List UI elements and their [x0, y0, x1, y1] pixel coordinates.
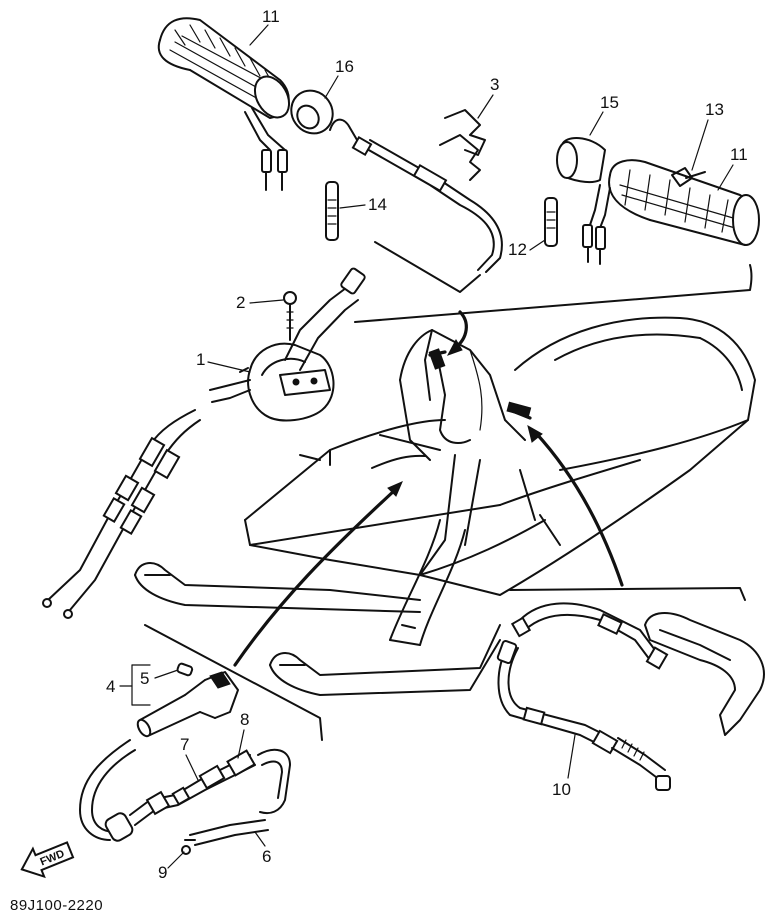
fwd-arrow-icon: FWD: [20, 841, 75, 879]
tie-strap-part-14: [325, 181, 339, 241]
callout-13: 13: [705, 100, 724, 119]
lower-right-group-bracket: [509, 587, 746, 601]
callout-8: 8: [240, 710, 249, 729]
callout-6: 6: [262, 847, 271, 866]
lower-left-group-bracket: [144, 624, 323, 741]
upper-group-bracket: [354, 264, 753, 323]
callout-1: 1: [196, 350, 205, 369]
callout-16: 16: [335, 57, 354, 76]
figure-code: 89J100-2220: [10, 897, 103, 914]
left-cable-harness: [42, 409, 201, 619]
callout-10: 10: [552, 780, 571, 799]
bolt-part-13: [671, 167, 706, 187]
choke-assembly-parts-4-9: [79, 662, 291, 855]
callout-4: 4: [106, 677, 115, 696]
tie-strap-part-12: [544, 197, 558, 247]
right-grip-assembly: [556, 137, 760, 265]
callout-11-left: 11: [262, 7, 280, 26]
callout-14: 14: [368, 195, 387, 214]
screw-part-2: [283, 291, 297, 341]
callout-3: 3: [490, 75, 499, 94]
callout-7: 7: [180, 735, 189, 754]
upper-group-bracket-left: [374, 241, 481, 293]
callout-9: 9: [158, 863, 167, 882]
callout-11-right: 11: [730, 145, 748, 164]
callout-15: 15: [600, 93, 619, 112]
snowmobile-body: [134, 316, 756, 696]
callout-2: 2: [236, 293, 245, 312]
switch-assembly-part-1: [209, 267, 366, 422]
leader-arrows: [233, 310, 624, 667]
brake-cable-part-10: [496, 602, 765, 791]
clip-part-3: [439, 109, 486, 181]
callout-12: 12: [508, 240, 527, 259]
callout-labels: 11 16 3 15 13 11 14 12 2 1 4 5 8 7 10 6: [106, 7, 748, 882]
callout-5: 5: [140, 669, 149, 688]
throttle-cable: [329, 118, 503, 273]
ring-part-16: [290, 89, 334, 135]
left-grip-part-11: [157, 17, 291, 191]
